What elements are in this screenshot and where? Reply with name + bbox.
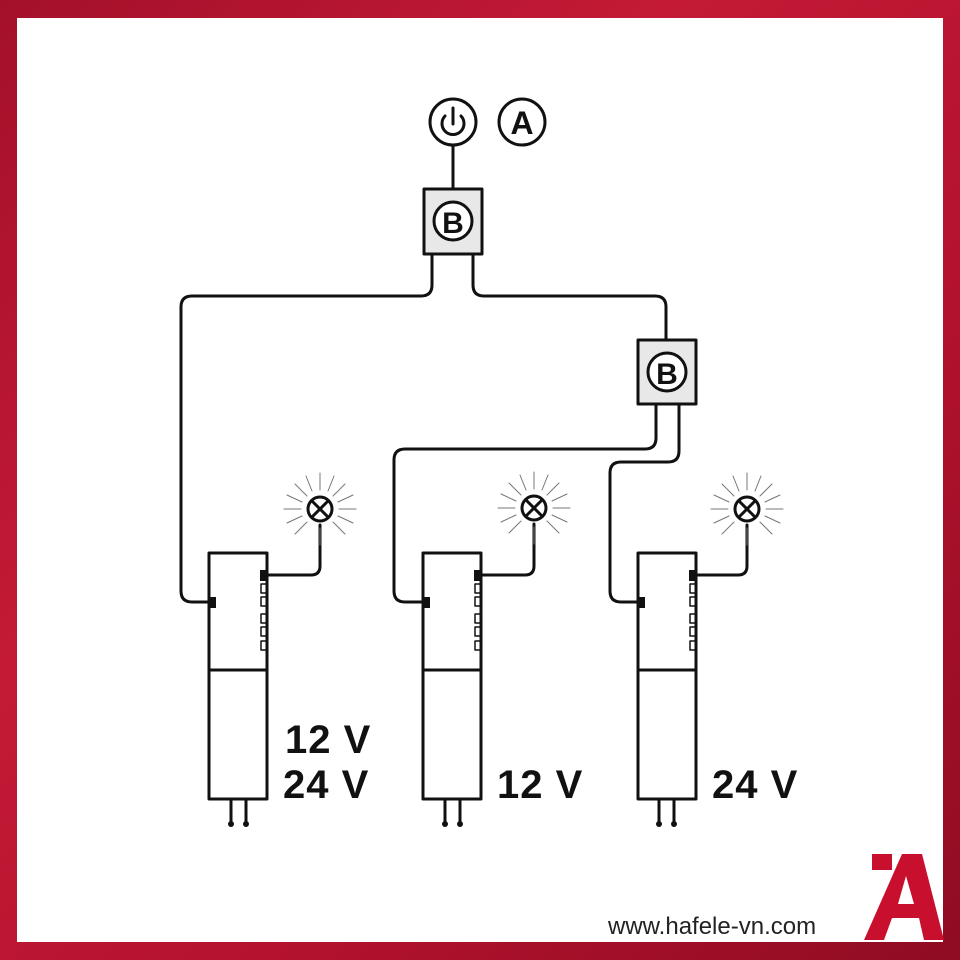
led-driver-left <box>207 551 269 826</box>
led-driver-middle <box>421 551 483 826</box>
led-driver-right <box>636 551 698 826</box>
output-ports <box>260 583 697 651</box>
light-bulb-icon <box>283 472 357 546</box>
light-bulb-icon <box>710 472 784 546</box>
power-switch <box>428 97 478 190</box>
label-a: A <box>510 105 533 141</box>
label-b-right: B <box>656 358 678 391</box>
voltage-left-2: 24 V <box>283 763 370 807</box>
hafele-logo <box>864 854 944 940</box>
voltage-left-1: 12 V <box>285 718 372 762</box>
wire-middle-driver-to-lamp <box>479 522 536 577</box>
website-url: www.hafele-vn.com <box>608 913 817 940</box>
wire-right-box-to-right-driver <box>608 402 681 604</box>
wire-top-to-left-driver <box>179 252 434 604</box>
wire-left-driver-to-lamp <box>265 523 322 577</box>
distributor-box-top <box>422 187 484 256</box>
label-b-top: B <box>442 207 464 240</box>
input-ports <box>208 570 697 827</box>
wire-right-driver-to-lamp <box>694 523 749 577</box>
voltage-right: 24 V <box>712 763 799 807</box>
wire-right-box-to-middle-driver <box>392 402 658 604</box>
wire-top-to-right-box <box>471 252 668 342</box>
power-icon <box>440 114 466 136</box>
light-bulb-icon <box>497 471 571 545</box>
voltage-middle: 12 V <box>497 763 584 807</box>
label-a-marker <box>497 97 547 147</box>
